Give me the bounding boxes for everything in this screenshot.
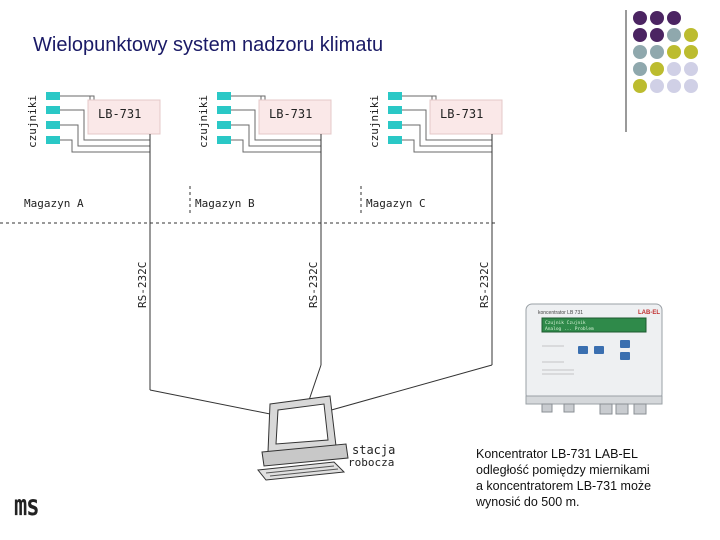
warehouse-separators [0, 186, 497, 224]
decorative-dot [650, 79, 664, 93]
sensor-icons [46, 92, 60, 144]
decorative-dot [684, 28, 698, 42]
decorative-dot [650, 45, 664, 59]
sensor-icon [46, 121, 60, 129]
decorative-dot [633, 45, 647, 59]
warehouse-unit-a: czujniki LB-731 Magazyn A [24, 92, 161, 210]
sensor-icons [388, 92, 402, 144]
sensor-icon [217, 106, 231, 114]
bus-label: RS-232C [478, 262, 491, 308]
warehouse-label: Magazyn C [366, 197, 426, 210]
warehouse-unit-b: czujniki LB-731 Magazyn B [195, 92, 332, 210]
rs232-bus-lines [149, 134, 493, 421]
workstation-computer-icon [257, 395, 349, 481]
decorative-dot [667, 62, 681, 76]
sensor-icon [388, 136, 402, 144]
logger-label: LB-731 [440, 107, 483, 121]
bus-label: RS-232C [307, 262, 320, 308]
workstation-label-line2: robocza [348, 456, 394, 469]
decorative-dot [633, 62, 647, 76]
logger-label: LB-731 [269, 107, 312, 121]
sensor-icon [217, 92, 231, 100]
warehouse-label: Magazyn B [195, 197, 255, 210]
decorative-dot [667, 28, 681, 42]
sensor-icon [46, 136, 60, 144]
workstation-label-line1: stacja [352, 443, 395, 457]
caption-line: a koncentratorem LB-731 może [476, 479, 652, 493]
sensor-icon [46, 106, 60, 114]
decorative-dot [650, 11, 664, 25]
decorative-dot [684, 79, 698, 93]
decorative-dot [633, 79, 647, 93]
sensors-label: czujniki [197, 95, 210, 148]
device-screen-line2: Analog ... Problem [545, 326, 594, 332]
decorative-dot [633, 11, 647, 25]
caption-line: wynosić do 500 m. [476, 495, 580, 509]
sensor-icon [388, 92, 402, 100]
decorative-dot [650, 62, 664, 76]
decorative-divider [625, 10, 627, 132]
bus-label: RS-232C [136, 262, 149, 308]
sensor-icons [217, 92, 231, 144]
warehouse-label: Magazyn A [24, 197, 84, 210]
device-caption: Koncentrator LB-731 LAB-EL odległość pom… [476, 446, 712, 510]
sensors-label: czujniki [26, 95, 39, 148]
ms-logo: ms [14, 490, 39, 523]
decorative-dot [684, 45, 698, 59]
decorative-dot [650, 28, 664, 42]
caption-line: Koncentrator LB-731 LAB-EL [476, 447, 638, 461]
decorative-dot [667, 79, 681, 93]
warehouse-unit-c: czujniki LB-731 Magazyn C [366, 92, 503, 210]
decorative-dot [667, 11, 681, 25]
concentrator-device-image: koncentrator LB 731 LAB-EL Czujnik Czujn… [520, 300, 668, 416]
sensors-label: czujniki [368, 95, 381, 148]
lb731-logger [429, 99, 503, 135]
sensor-icon [388, 106, 402, 114]
decorative-dot [667, 45, 681, 59]
page-title: Wielopunktowy system nadzoru klimatu [33, 34, 384, 56]
device-screen-line1: Czujnik Czujnik [545, 320, 586, 326]
lb731-logger [87, 99, 161, 135]
sensor-icon [217, 121, 231, 129]
lb731-logger [258, 99, 332, 135]
sensor-icon [46, 92, 60, 100]
device-brand-logo: LAB-EL [638, 310, 660, 316]
sensor-icon [217, 136, 231, 144]
logger-label: LB-731 [98, 107, 141, 121]
decorative-dot [633, 28, 647, 42]
decorative-dot [684, 62, 698, 76]
device-header: koncentrator LB 731 [538, 310, 583, 316]
caption-line: odległość pomiędzy miernikami [476, 463, 650, 477]
sensor-icon [388, 121, 402, 129]
